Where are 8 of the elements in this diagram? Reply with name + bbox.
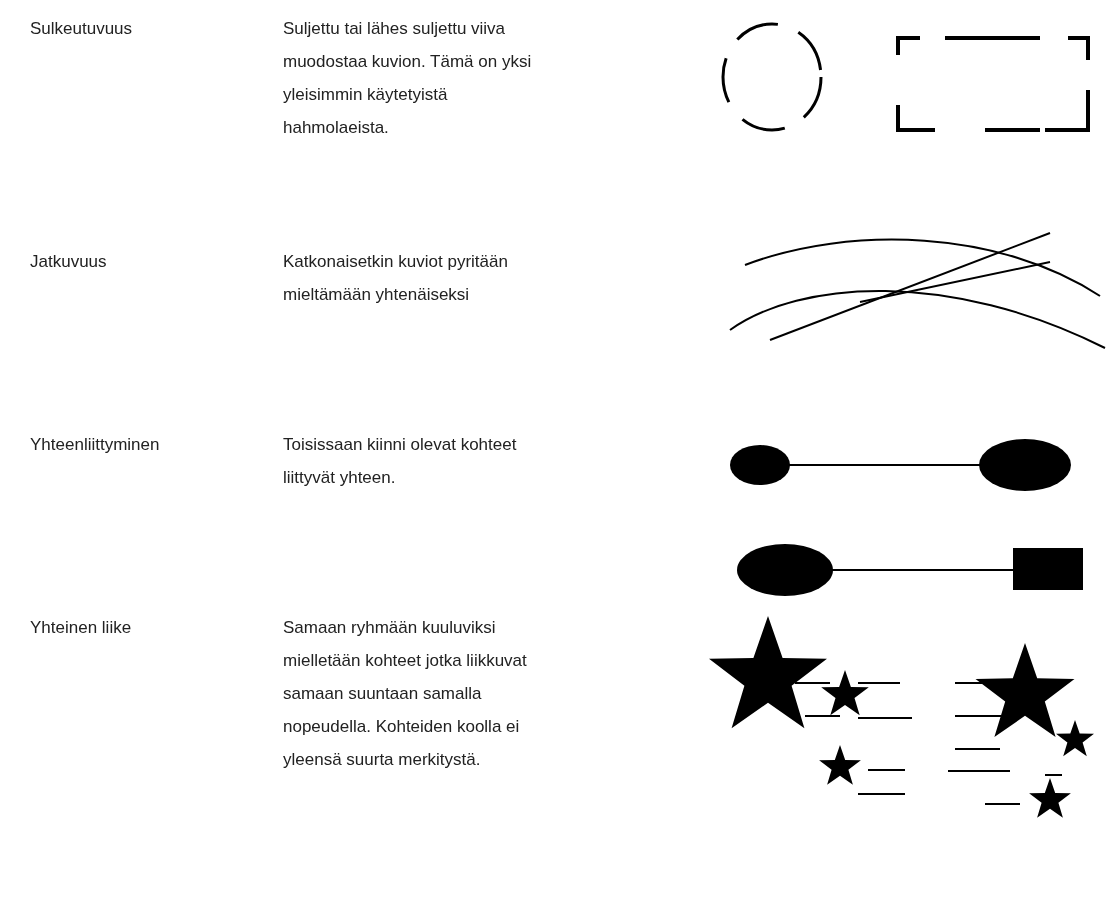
term-label: Sulkeutuvuus bbox=[30, 18, 133, 40]
description-text: Suljettu tai lähes suljettu viiva muodostaa kuvion. Tämä on yksi yleisimmin käytetyistä hahmolaeista. bbox=[283, 18, 533, 139]
term-label: Yhteenliittyminen bbox=[30, 434, 160, 456]
term-label: Jatkuvuus bbox=[30, 251, 107, 273]
description-text: Samaan ryhmään kuuluviksi mielletään kohteet jotka liikkuvat samaan suuntaan samalla nopeudella. Kohteiden koolla ei yleensä suurta merkitystä. bbox=[283, 617, 528, 771]
description-text: Katkonaisetkin kuviot pyritään mieltämään yhtenäiseksi bbox=[283, 251, 509, 306]
description-text: Toisissaan kiinni olevat kohteet liittyvät yhteen. bbox=[283, 434, 518, 489]
term-label: Yhteinen liike bbox=[30, 617, 132, 639]
